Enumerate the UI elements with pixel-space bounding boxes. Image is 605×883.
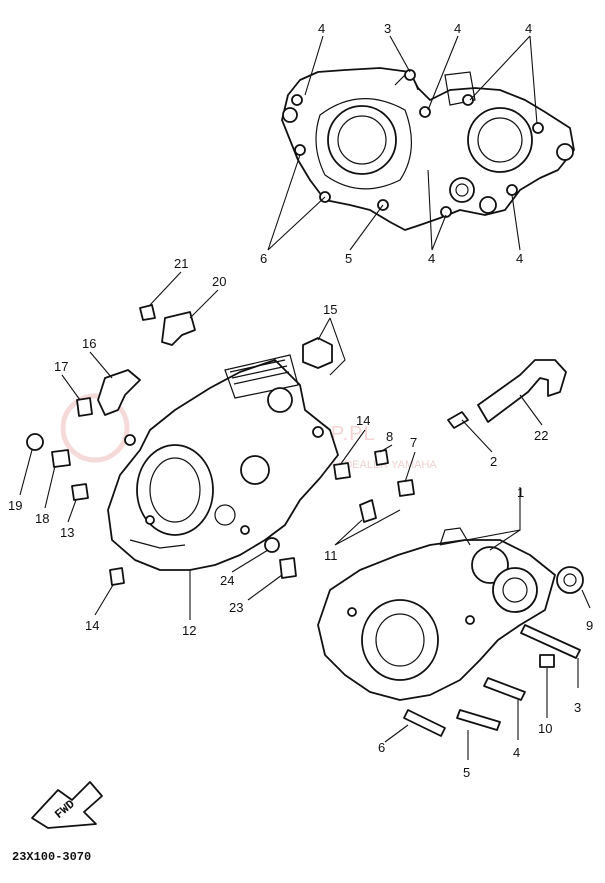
callout-label: 23 [229, 600, 243, 615]
callout-label: 3 [384, 21, 391, 36]
bolt-4-upper [483, 677, 526, 701]
callout-label: 12 [182, 623, 196, 638]
nut-19 [26, 433, 44, 451]
callout-label: 4 [525, 21, 532, 36]
left-crankcase-half [107, 354, 339, 571]
callout-label: 17 [54, 359, 68, 374]
callout-label: 10 [538, 721, 552, 736]
diagram-code: 23X100-3070 [12, 850, 91, 864]
top-leaders [267, 35, 538, 251]
dowel-14-lower [109, 567, 125, 586]
bracket-20 [161, 311, 196, 346]
callout-label: 22 [534, 428, 548, 443]
plug-13 [71, 483, 89, 501]
callout-label: 18 [35, 511, 49, 526]
bolt-5 [456, 709, 501, 731]
callout-label: 14 [85, 618, 99, 633]
callout-label: 4 [513, 745, 520, 760]
callout-label: 7 [410, 435, 417, 450]
bush-15 [302, 337, 333, 369]
plate-18 [51, 449, 71, 468]
bolts-right [403, 624, 581, 737]
callout-label: 15 [323, 302, 337, 317]
callout-label: 6 [378, 740, 385, 755]
dowel-14-upper [333, 462, 351, 480]
right-crankcase-half [317, 527, 584, 701]
callout-label: 9 [586, 618, 593, 633]
fwd-arrow: FWD [31, 781, 103, 829]
bolt-6 [403, 709, 446, 737]
callout-label: 3 [574, 700, 581, 715]
callout-label: 2 [490, 454, 497, 469]
callout-label: 20 [212, 274, 226, 289]
washer-24 [264, 537, 280, 553]
callout-label: 4 [318, 21, 325, 36]
callout-label: 4 [516, 251, 523, 266]
screw-21 [139, 304, 156, 321]
nipple-2 [447, 411, 469, 429]
callout-labels: 4 3 4 4 6 5 4 4 21 20 15 16 17 14 8 7 2 … [8, 21, 593, 780]
plug-23 [279, 557, 297, 579]
callout-label: 8 [386, 429, 393, 444]
lower-leaders [19, 271, 591, 760]
bolt-10 [539, 654, 555, 668]
callout-label: 11 [324, 548, 338, 563]
hose-22 [477, 359, 567, 423]
clamp-11 [359, 499, 377, 523]
callout-label: 6 [260, 251, 267, 266]
crankcase-top-view [281, 67, 575, 231]
fitting-8 [374, 449, 389, 466]
callout-label: 4 [428, 251, 435, 266]
callout-label: 16 [82, 336, 96, 351]
clip-16 [97, 369, 141, 416]
bolt-17 [76, 397, 93, 417]
callout-label: 5 [463, 765, 470, 780]
callout-label: 21 [174, 256, 188, 271]
callout-label: 13 [60, 525, 74, 540]
callout-label: 24 [220, 573, 234, 588]
callout-label: 19 [8, 498, 22, 513]
bolt-3 [520, 624, 581, 659]
callout-label: 1 [517, 485, 524, 500]
callout-label: 14 [356, 413, 370, 428]
callout-label: 4 [454, 21, 461, 36]
bearing-9 [556, 566, 584, 594]
callout-label: 5 [345, 251, 352, 266]
fitting-7 [397, 479, 415, 497]
